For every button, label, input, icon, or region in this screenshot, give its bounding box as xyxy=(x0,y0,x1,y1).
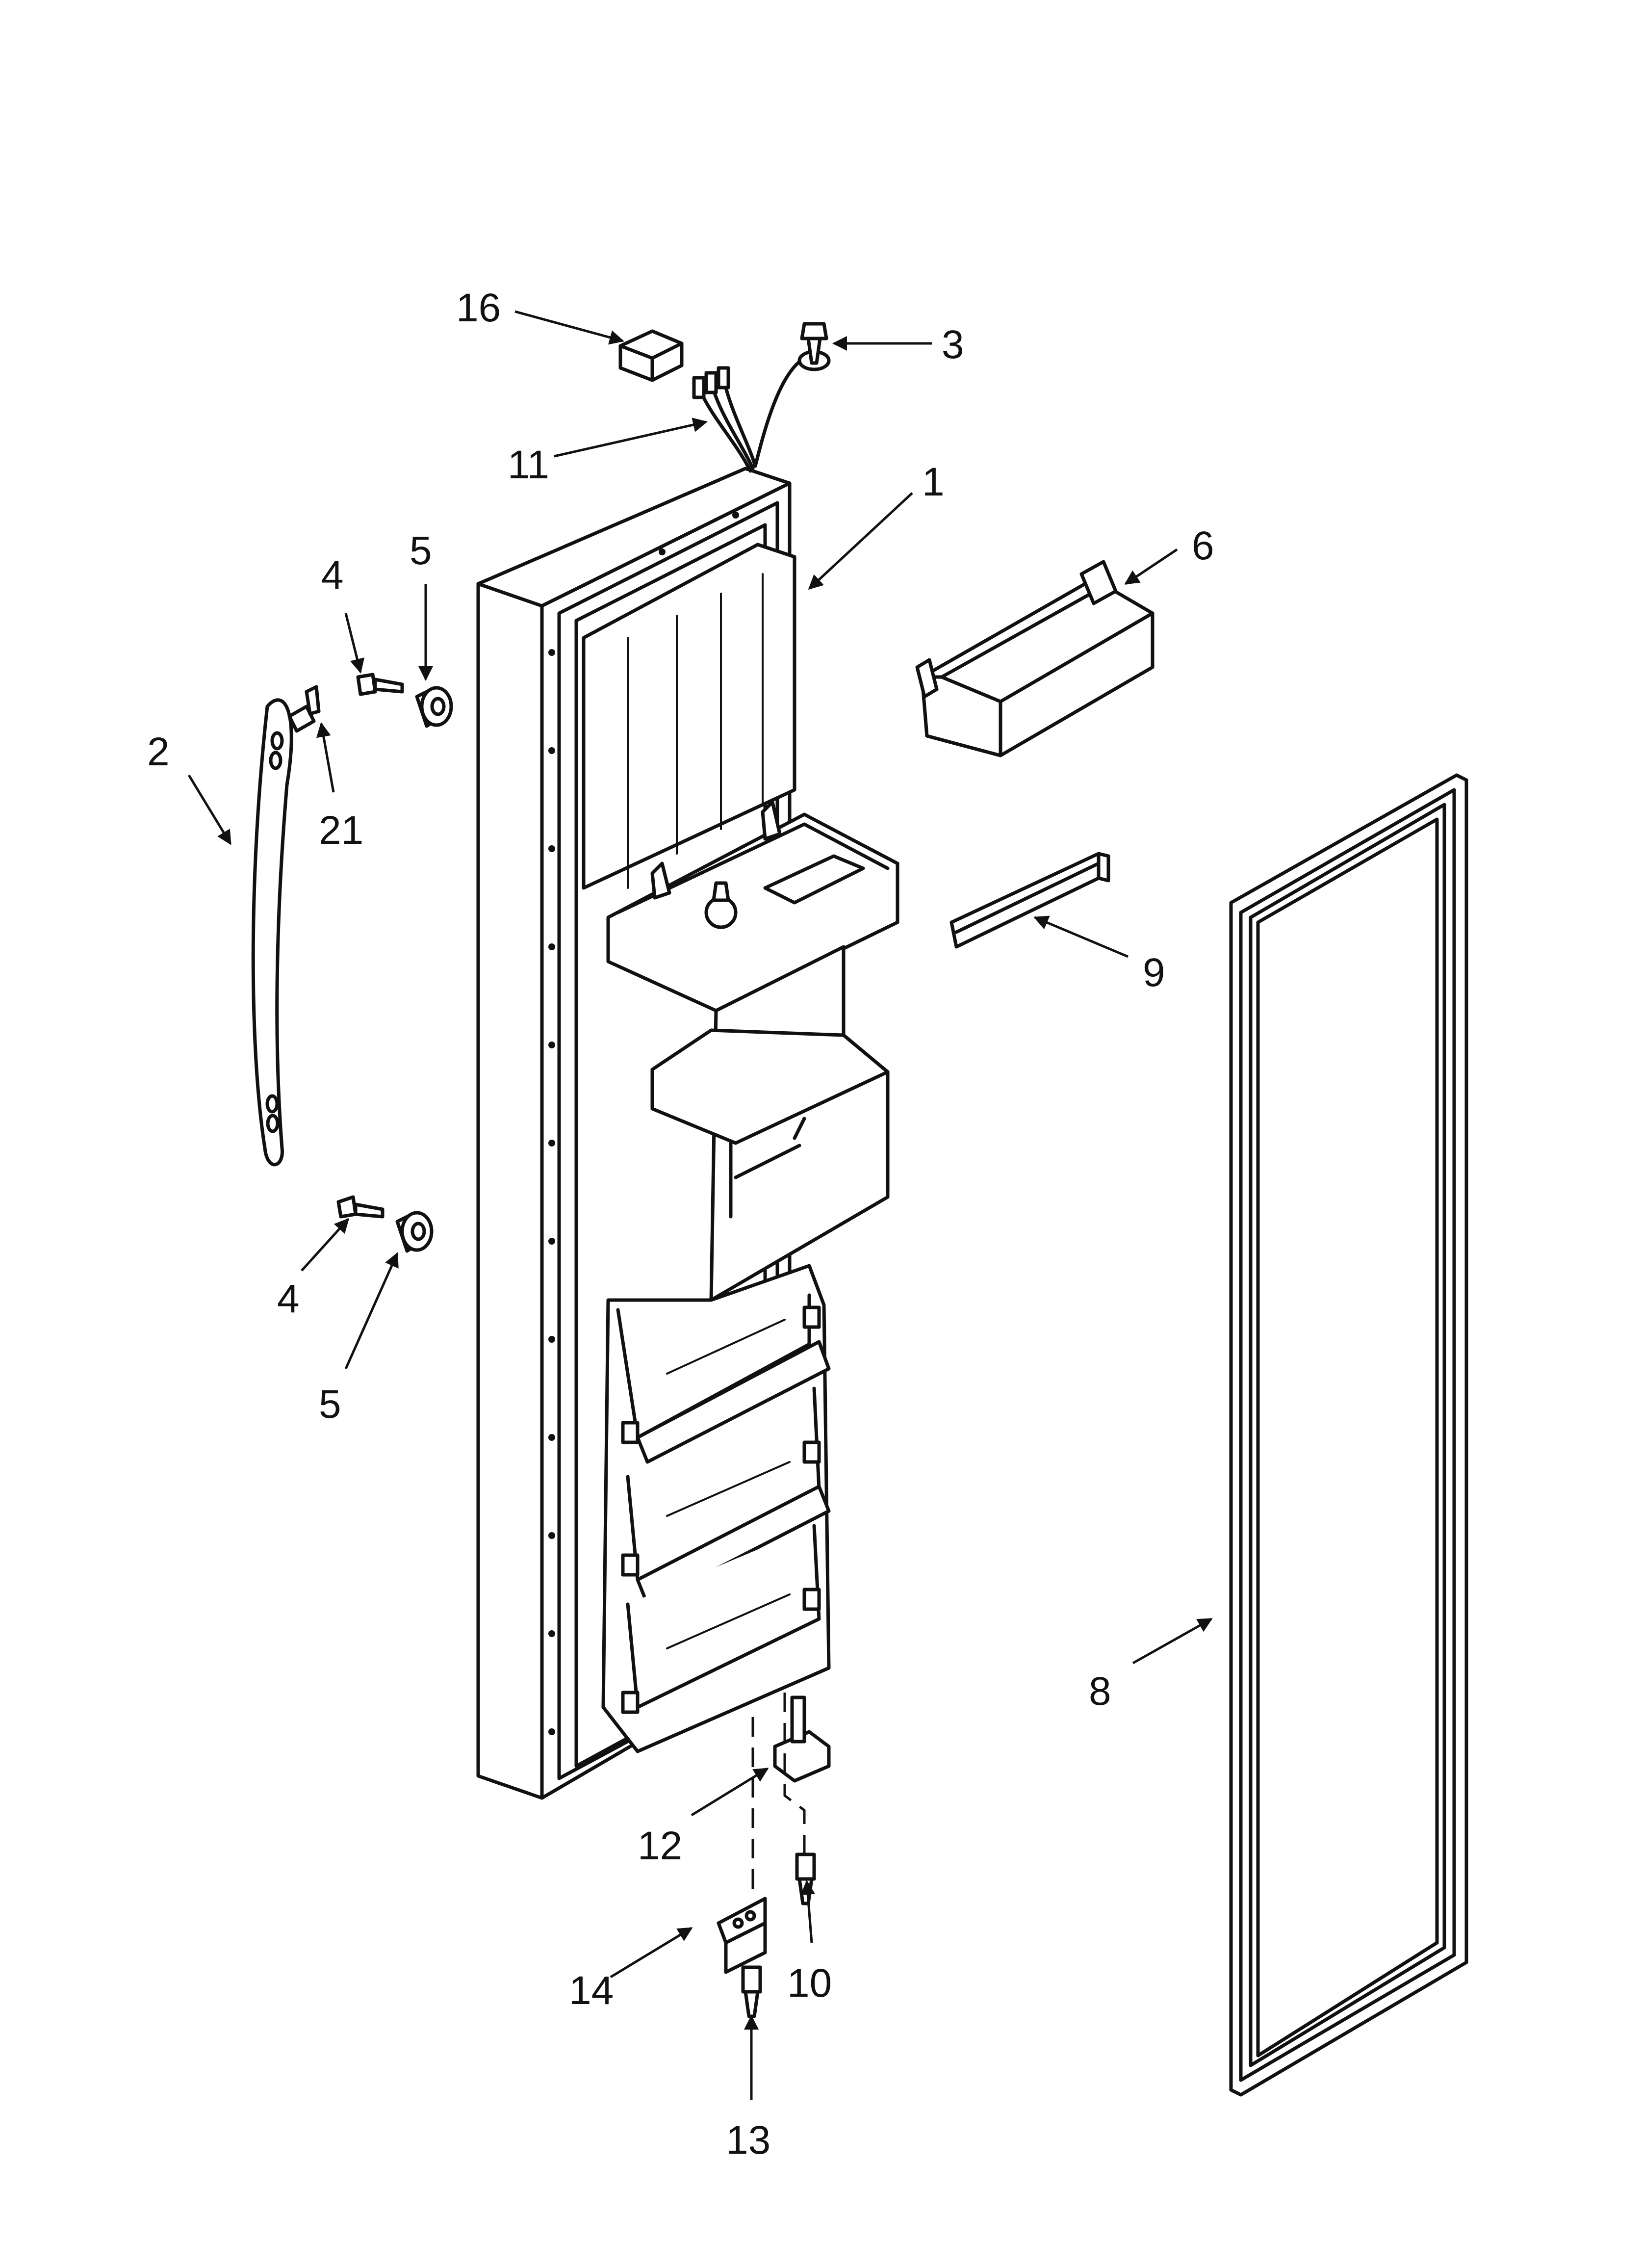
callout-5-upper: 5 xyxy=(410,528,432,573)
screw-13-part xyxy=(741,1965,762,2018)
door-shelf-bin-part xyxy=(915,560,1155,757)
callout-3: 3 xyxy=(942,322,964,367)
callout-9: 9 xyxy=(1143,950,1165,995)
leader-lines xyxy=(187,310,1213,2100)
callout-1: 1 xyxy=(922,460,945,504)
callout-5-lower: 5 xyxy=(319,1382,341,1427)
hinge-pin-part xyxy=(751,1693,831,1894)
screw-10-part xyxy=(795,1852,816,1905)
callout-4-upper: 4 xyxy=(321,553,344,598)
spacer-5-lower-part xyxy=(395,1211,434,1253)
callout-6: 6 xyxy=(1192,523,1214,568)
door-gasket-part xyxy=(1229,773,1468,2097)
door-handle-part xyxy=(251,698,293,1167)
callout-16: 16 xyxy=(456,286,501,330)
callout-13: 13 xyxy=(726,2118,770,2163)
callout-12: 12 xyxy=(638,1824,682,1868)
callout-labels: 1 2 3 4 4 5 5 6 8 9 10 11 12 13 14 16 21 xyxy=(147,286,1214,2163)
screw-21-part xyxy=(287,685,321,733)
screw-4-lower-part xyxy=(336,1195,385,1219)
lower-hinge-part xyxy=(717,1897,767,1974)
callout-11: 11 xyxy=(508,443,549,487)
trim-strip-part xyxy=(949,852,1110,949)
callout-8: 8 xyxy=(1089,1669,1111,1714)
screw-4-upper-part xyxy=(356,673,404,696)
wire-connector-part xyxy=(618,329,684,382)
door-panel-part xyxy=(476,467,899,1800)
wire-harness-part xyxy=(692,350,831,473)
screw-3-part xyxy=(800,322,828,365)
callout-14: 14 xyxy=(569,1968,614,2013)
spacer-5-upper-part xyxy=(415,686,453,728)
callout-21: 21 xyxy=(319,808,363,853)
callout-4-lower: 4 xyxy=(277,1277,300,1321)
callout-2: 2 xyxy=(147,730,170,774)
callout-10: 10 xyxy=(787,1961,832,2006)
flange-screw-dots xyxy=(548,512,739,1735)
